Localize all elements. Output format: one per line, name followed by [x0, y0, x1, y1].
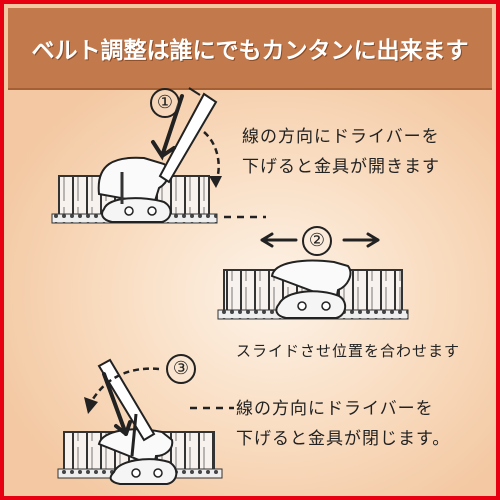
clasp-pin	[131, 468, 141, 478]
banner-title: ベルト調整は誰にでもカンタンに出来ます	[31, 38, 469, 64]
step3-line1: 線の方向にドライバーを	[236, 399, 434, 419]
title-banner: ベルト調整は誰にでもカンタンに出来ます	[8, 8, 492, 90]
step-number-3: ③	[166, 354, 196, 384]
screwdriver-shaft	[130, 413, 138, 457]
clasp-body	[109, 458, 178, 485]
step1-instruction: 線の方向にドライバーを 下げると金具が開きます	[242, 122, 440, 182]
screwdriver-tip	[188, 87, 201, 96]
screwdriver	[97, 358, 156, 442]
belt-illustration	[51, 87, 409, 485]
rotate-arrow-icon	[203, 131, 220, 183]
step2-caption: スライドさせ位置を合わせます	[236, 342, 461, 360]
clasp-lever	[97, 156, 170, 206]
clasp-pin	[124, 206, 134, 216]
slide-right-arrow-icon	[342, 232, 380, 248]
step3-instruction: 線の方向にドライバーを 下げると金具が閉じます。	[236, 394, 450, 454]
slide-left-arrow-icon	[260, 232, 298, 248]
step1-illustration	[51, 87, 266, 224]
clasp-pin	[297, 301, 307, 311]
rotate-arrowhead-icon	[209, 176, 222, 188]
clasp-lever	[270, 259, 352, 302]
clasp-body	[275, 290, 347, 319]
step2-illustration	[217, 232, 409, 320]
step3-illustration	[57, 358, 234, 485]
push-arrow-icon	[151, 94, 184, 161]
clasp-pin	[147, 206, 157, 216]
step-number-1: ①	[150, 88, 180, 118]
rotate-arrowhead-icon	[84, 397, 98, 414]
step1-line1: 線の方向にドライバーを	[242, 127, 440, 147]
step-number-2: ②	[302, 226, 332, 256]
clasp-pin	[321, 301, 331, 311]
rotate-arrow-icon	[88, 367, 160, 405]
clasp-lever	[97, 428, 174, 468]
step3-line2: 下げると金具が閉じます。	[236, 429, 451, 449]
clasp-body	[101, 197, 172, 223]
clasp-pin	[153, 468, 163, 478]
step1-line2: 下げると金具が開きます	[242, 157, 440, 177]
